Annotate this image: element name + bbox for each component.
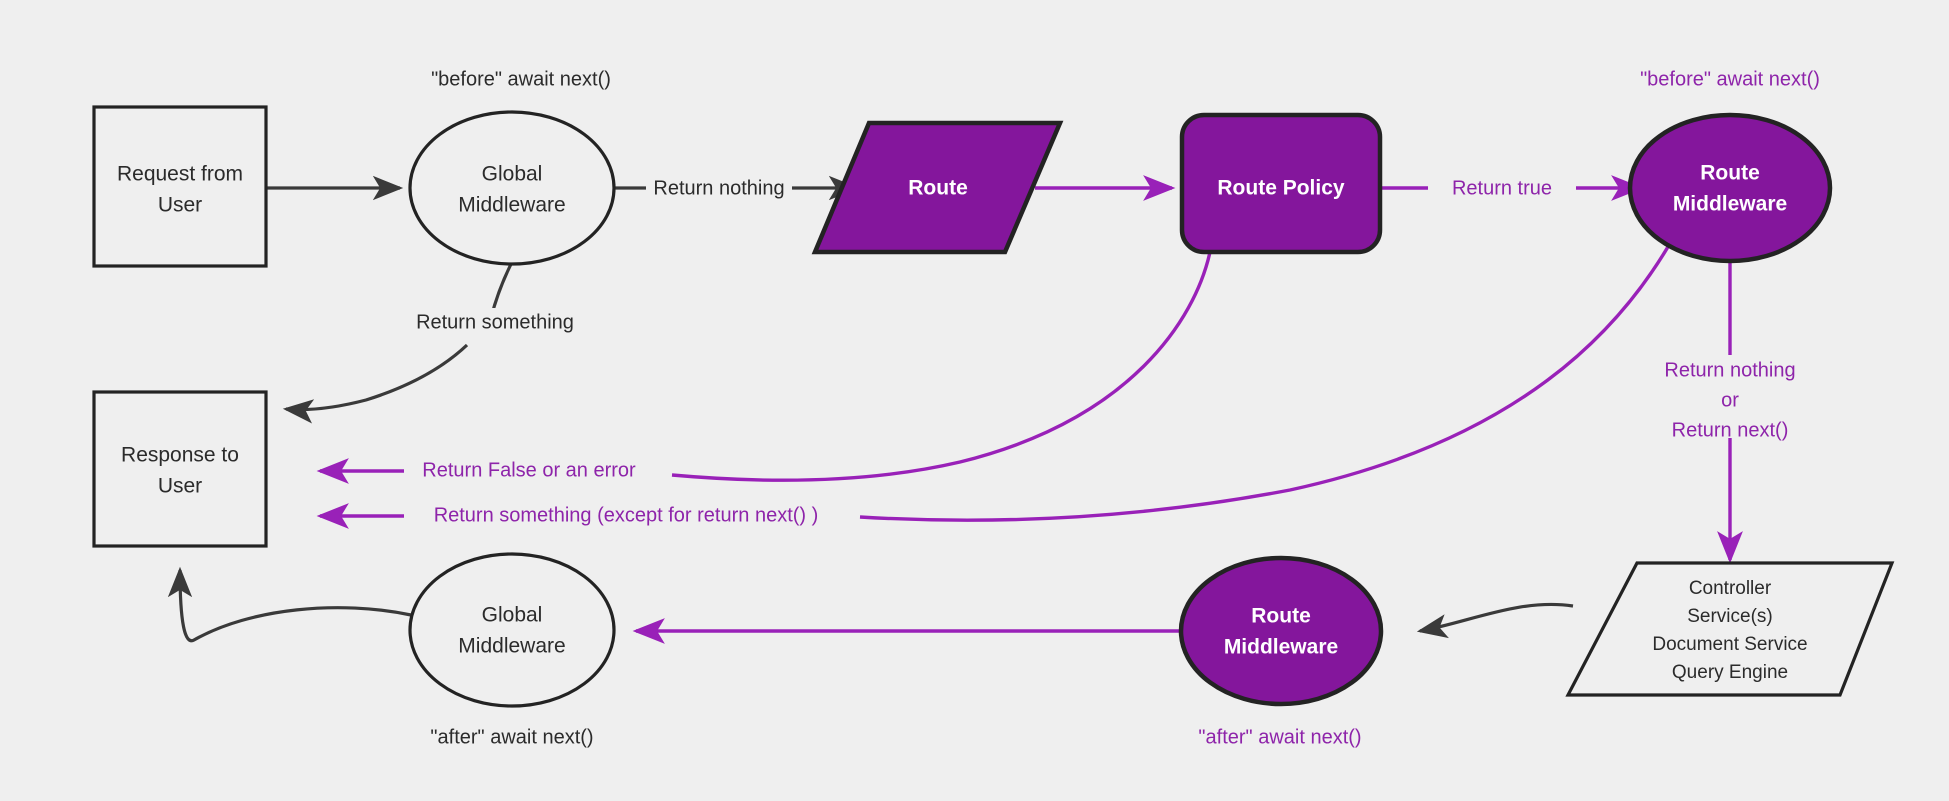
route-policy-label: Route Policy — [1217, 177, 1345, 200]
global-middleware-top-label-line1: Global — [482, 163, 543, 186]
controller-stack-label-line3: Document Service — [1652, 634, 1807, 655]
node-route[interactable]: Route — [811, 120, 1064, 255]
global-middleware-bottom-label-line1: Global — [482, 604, 543, 627]
controller-stack-label-line1: Controller — [1689, 578, 1772, 599]
annotation-before-await-next-global: "before" await next() — [431, 68, 611, 90]
annotation-after-await-next-global: "after" await next() — [430, 726, 593, 748]
svg-text:Return next(): Return next() — [1672, 419, 1789, 441]
svg-text:Return nothing: Return nothing — [653, 177, 784, 199]
route-middleware-bottom-label-line2: Middleware — [1224, 636, 1338, 659]
node-route-middleware-bottom[interactable]: Route Middleware — [1178, 555, 1384, 707]
svg-text:"before" await next(): "before" await next() — [431, 68, 611, 90]
request-from-user-label-line1: Request from — [117, 163, 243, 186]
global-middleware-top-label-line2: Middleware — [458, 194, 565, 217]
edge-label-return-false-or-error: Return False or an error — [404, 457, 654, 485]
node-route-policy[interactable]: Route Policy — [1179, 112, 1383, 255]
edge-label-return-true: Return true — [1428, 174, 1576, 202]
svg-text:"after" await next(): "after" await next() — [430, 726, 593, 748]
node-global-middleware-top[interactable]: Global Middleware — [408, 110, 616, 266]
svg-text:"before" await next(): "before" await next() — [1640, 68, 1820, 90]
node-route-middleware-top[interactable]: Route Middleware — [1627, 112, 1833, 264]
node-controller-stack[interactable]: Controller Service(s) Document Service Q… — [1565, 561, 1895, 697]
request-from-user-label-line2: User — [158, 194, 202, 217]
edge-label-return-something-top: Return something — [404, 308, 586, 336]
global-middleware-bottom-label-line2: Middleware — [458, 635, 565, 658]
edge-controller-to-route-middleware-bottom — [1416, 602, 1574, 639]
svg-text:"after" await next(): "after" await next() — [1198, 726, 1361, 748]
route-middleware-top-label-line1: Route — [1700, 162, 1760, 185]
svg-text:Return False or an error: Return False or an error — [422, 459, 636, 481]
controller-stack-label-line4: Query Engine — [1672, 662, 1788, 683]
response-to-user-label-line1: Response to — [121, 444, 239, 467]
annotation-before-await-next-route: "before" await next() — [1640, 68, 1820, 90]
svg-text:Return something (except for r: Return something (except for return next… — [434, 504, 819, 526]
edge-label-return-nothing: Return nothing — [646, 174, 792, 202]
svg-text:Return something: Return something — [416, 311, 574, 333]
controller-stack-label-line2: Service(s) — [1687, 606, 1773, 627]
response-to-user-label-line2: User — [158, 475, 202, 498]
annotation-after-await-next-route: "after" await next() — [1198, 726, 1361, 748]
node-response-to-user[interactable]: Response to User — [92, 390, 268, 548]
edge-label-return-nothing-or-next: Return nothing or Return next() — [1640, 356, 1820, 441]
route-label: Route — [908, 177, 968, 200]
node-global-middleware-bottom[interactable]: Global Middleware — [408, 552, 616, 708]
edge-route-policy-to-response-false — [316, 251, 1212, 484]
edge-global-middleware-bottom-to-response — [167, 566, 412, 643]
edge-label-return-something-except-next: Return something (except for return next… — [404, 502, 848, 530]
svg-text:or: or — [1721, 389, 1739, 411]
node-request-from-user[interactable]: Request from User — [92, 105, 268, 268]
route-middleware-bottom-label-line1: Route — [1251, 605, 1311, 628]
svg-text:Return true: Return true — [1452, 177, 1552, 199]
svg-text:Return nothing: Return nothing — [1664, 359, 1795, 381]
route-middleware-top-label-line2: Middleware — [1673, 193, 1787, 216]
